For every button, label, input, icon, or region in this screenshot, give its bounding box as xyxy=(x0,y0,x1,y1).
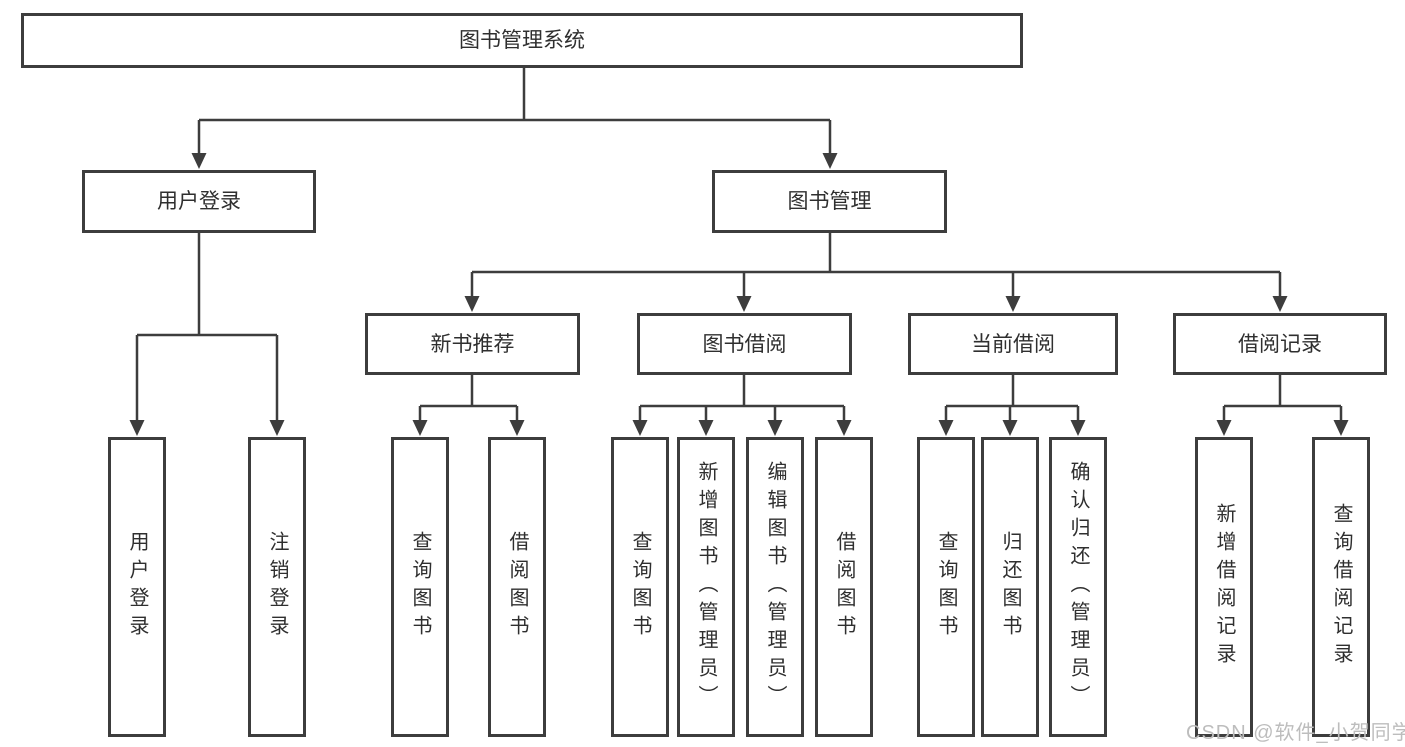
leaf-query-books-borrowing-label: 查询图书 xyxy=(629,531,651,643)
leaf-logout-label: 注销登录 xyxy=(266,531,288,643)
leaf-add-book-admin-label: 新增图书（管理员） xyxy=(695,461,717,713)
node-borrowing-records: 借阅记录 xyxy=(1173,313,1387,375)
leaf-logout: 注销登录 xyxy=(248,437,306,737)
node-book-management-label: 图书管理 xyxy=(787,190,872,213)
node-book-management: 图书管理 xyxy=(712,170,947,233)
leaf-return-book: 归还图书 xyxy=(981,437,1039,737)
leaf-add-borrow-record: 新增借阅记录 xyxy=(1195,437,1253,737)
leaf-borrow-books-recommend-label: 借阅图书 xyxy=(506,531,528,643)
leaf-borrow-books-recommend: 借阅图书 xyxy=(488,437,546,737)
leaf-confirm-return-admin: 确认归还（管理员） xyxy=(1049,437,1107,737)
node-root-label: 图书管理系统 xyxy=(459,29,585,52)
node-borrowing-records-label: 借阅记录 xyxy=(1238,332,1322,356)
leaf-borrow-books-borrowing: 借阅图书 xyxy=(815,437,873,737)
node-user-login: 用户登录 xyxy=(82,170,316,233)
node-book-borrowing: 图书借阅 xyxy=(637,313,852,375)
leaf-query-books-borrowing: 查询图书 xyxy=(611,437,669,737)
leaf-query-borrow-record: 查询借阅记录 xyxy=(1312,437,1370,737)
node-current-borrowing: 当前借阅 xyxy=(908,313,1118,375)
leaf-add-book-admin: 新增图书（管理员） xyxy=(677,437,735,737)
leaf-confirm-return-admin-label: 确认归还（管理员） xyxy=(1067,461,1089,713)
leaf-return-book-label: 归还图书 xyxy=(999,531,1021,643)
leaf-query-books-recommend: 查询图书 xyxy=(391,437,449,737)
node-user-login-label: 用户登录 xyxy=(157,190,241,213)
leaf-query-books-current-label: 查询图书 xyxy=(935,531,957,643)
leaf-add-borrow-record-label: 新增借阅记录 xyxy=(1213,503,1235,671)
node-current-borrowing-label: 当前借阅 xyxy=(971,332,1055,356)
leaf-edit-book-admin-label: 编辑图书（管理员） xyxy=(764,461,786,713)
leaf-edit-book-admin: 编辑图书（管理员） xyxy=(746,437,804,737)
node-new-book-recommend-label: 新书推荐 xyxy=(430,332,515,356)
node-root: 图书管理系统 xyxy=(21,13,1023,68)
watermark: CSDN @软件_小贺同学 xyxy=(1186,722,1405,744)
leaf-query-books-current: 查询图书 xyxy=(917,437,975,737)
node-new-book-recommend: 新书推荐 xyxy=(365,313,580,375)
leaf-user-login-label: 用户登录 xyxy=(126,531,148,643)
leaf-borrow-books-borrowing-label: 借阅图书 xyxy=(833,531,855,643)
leaf-query-books-recommend-label: 查询图书 xyxy=(409,531,431,643)
connector-lines xyxy=(135,68,1343,423)
node-book-borrowing-label: 图书借阅 xyxy=(702,332,787,356)
leaf-user-login: 用户登录 xyxy=(108,437,166,737)
leaf-query-borrow-record-label: 查询借阅记录 xyxy=(1330,503,1352,671)
